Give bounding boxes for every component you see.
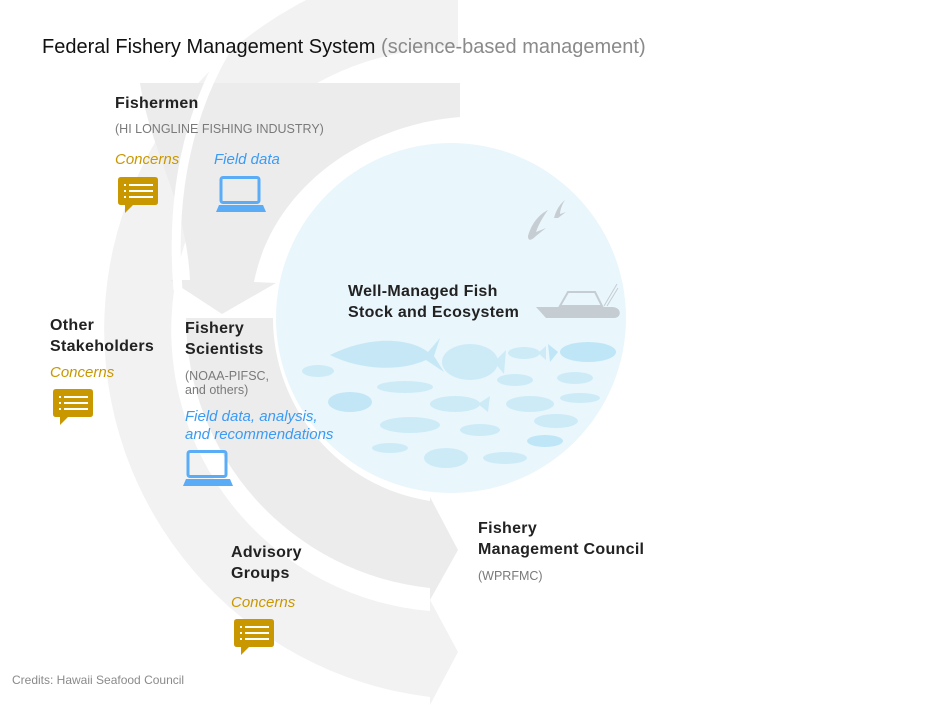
advisory-line2: Groups — [231, 565, 290, 582]
scientists-field-label: Field data, analysis,and recommendations — [185, 408, 333, 444]
boat-icon — [536, 283, 620, 318]
chat-bubble-icon — [53, 389, 93, 425]
ecosystem-line1: Well-Managed Fish — [348, 283, 498, 300]
scientists-note1: (NOAA-PIFSC, — [185, 369, 270, 383]
fishermen-flow-arrow — [140, 83, 460, 314]
chat-bubble-icon — [234, 619, 274, 655]
advisory-concerns-label: Concerns — [231, 594, 296, 611]
scientists-note: (NOAA-PIFSC,and others) — [185, 369, 269, 397]
scientists-line2: Scientists — [185, 341, 264, 358]
stakeholders-line1: Other — [50, 317, 95, 334]
ecosystem-line2: Stock and Ecosystem — [348, 304, 520, 321]
chat-bubble-icon — [118, 177, 158, 213]
council-line1: Fishery — [478, 520, 538, 537]
birds-icon — [528, 200, 566, 240]
council-note: (WPRFMC) — [478, 569, 543, 583]
council-line2: Management Council — [478, 541, 645, 558]
scientists-field2: and recommendations — [185, 426, 334, 443]
scientists-flow-arrow — [186, 318, 458, 600]
scientists-note2: and others) — [185, 383, 249, 397]
scientists-field1: Field data, analysis, — [185, 408, 318, 425]
fishermen-note: (HI LONGLINE FISHING INDUSTRY) — [115, 122, 324, 136]
scientists-line1: Fishery — [185, 320, 245, 337]
stakeholders-concerns-label: Concerns — [50, 364, 115, 381]
title-subtitle: (science-based management) — [381, 36, 646, 58]
stakeholders-line2: Stakeholders — [50, 338, 155, 355]
fishermen-field-data-label: Field data — [214, 151, 280, 168]
laptop-icon — [216, 176, 266, 212]
fishermen-concerns-label: Concerns — [115, 151, 180, 168]
advisory-line1: Advisory — [231, 544, 302, 561]
title-main: Federal Fishery Management System — [42, 36, 376, 58]
page-title: Federal Fishery Management System (scien… — [42, 36, 646, 59]
laptop-icon — [183, 450, 233, 486]
credits: Credits: Hawaii Seafood Council — [12, 673, 185, 687]
band-gap — [171, 0, 266, 291]
fish-school-icon — [302, 338, 616, 468]
fishermen-heading: Fishermen — [115, 95, 199, 112]
